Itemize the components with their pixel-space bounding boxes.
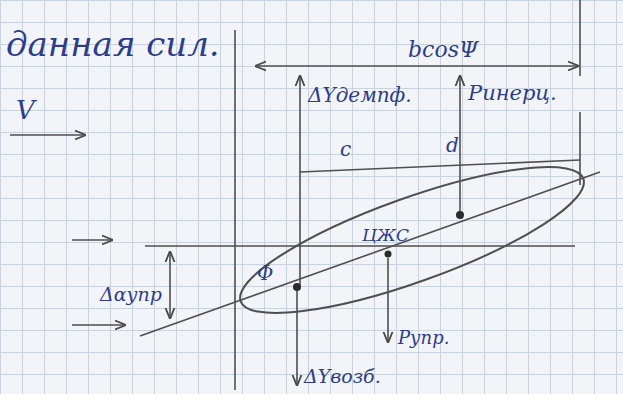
flow-arrow	[10, 134, 85, 136]
flow-arrow	[72, 324, 125, 326]
force-arrow	[387, 258, 389, 342]
point-label: ЦЖС	[362, 226, 409, 245]
force-label: ΔYдемпф.	[308, 84, 412, 106]
velocity-label: V	[16, 96, 35, 125]
chord-line	[140, 172, 600, 336]
force-label: ΔYвозб.	[304, 366, 381, 387]
angle-label: Δαупр	[100, 284, 162, 305]
point-label: Φ	[257, 262, 273, 284]
point-dot	[456, 211, 464, 219]
reference-line	[579, 0, 581, 76]
airfoil-outline	[226, 139, 597, 341]
c-d-line	[300, 160, 580, 172]
point-dot	[385, 251, 392, 258]
dimension-line	[256, 65, 578, 67]
reference-line	[234, 30, 236, 390]
angle-arrow	[169, 252, 171, 318]
flow-arrow	[72, 239, 112, 241]
point-label: d	[446, 134, 459, 156]
force-arrow	[459, 76, 461, 215]
note-text: данная сил.	[6, 26, 220, 63]
horizontal-line	[145, 245, 575, 247]
dimension-label: bcosΨ	[408, 38, 478, 62]
force-label: Ринерц.	[468, 82, 557, 105]
point-label: c	[340, 138, 351, 160]
force-label: Рупр.	[398, 328, 449, 348]
force-arrow	[299, 76, 301, 285]
point-dot	[293, 283, 301, 291]
force-arrow	[296, 290, 298, 385]
